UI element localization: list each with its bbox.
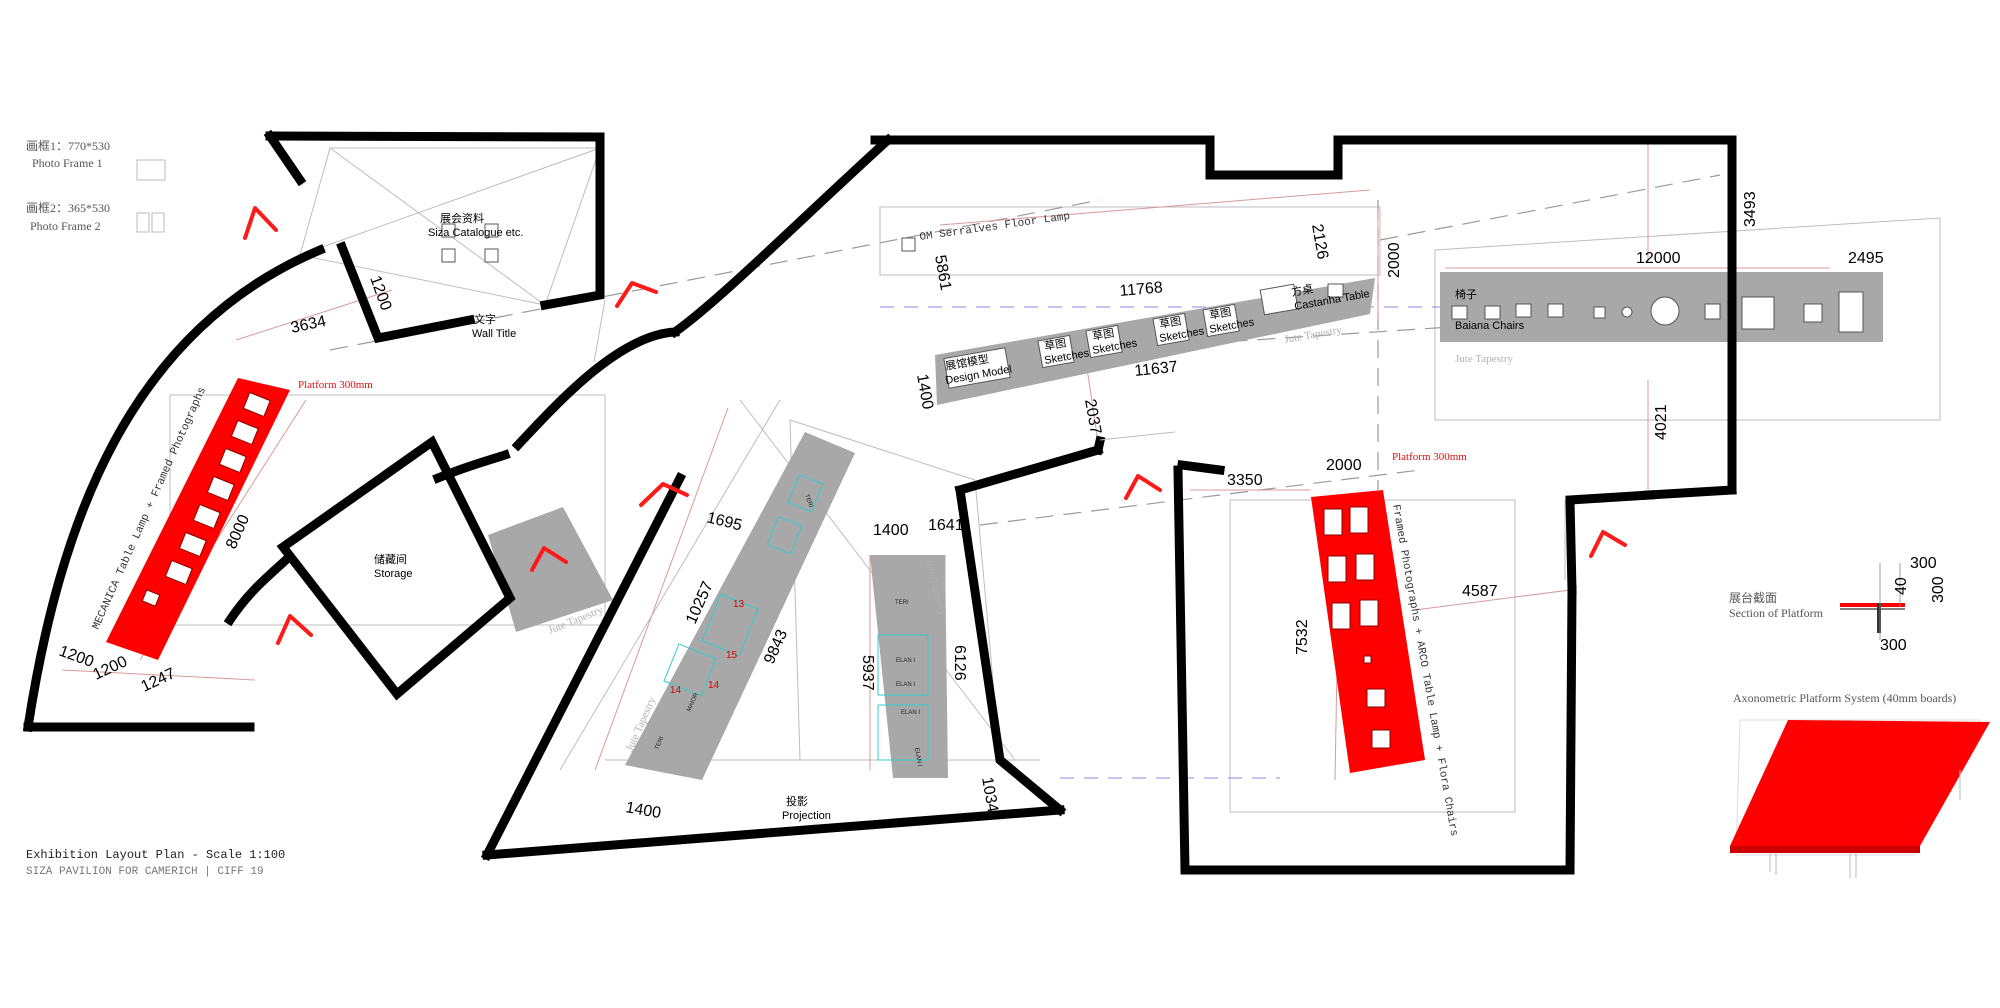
- svg-text:1400: 1400: [624, 799, 662, 822]
- photo-frame-icon: [151, 212, 165, 233]
- entry-arrow-icon: [615, 281, 658, 308]
- svg-text:Axonometric Platform System (4: Axonometric Platform System (40mm boards…: [1733, 691, 1956, 705]
- svg-text:13: 13: [733, 599, 745, 610]
- svg-text:5937: 5937: [859, 655, 876, 691]
- svg-text:15: 15: [726, 650, 738, 661]
- platform-section-detail: 展台截面 Section of Platform 300 40 300 300: [1729, 555, 1947, 654]
- svg-text:草图: 草图: [1158, 314, 1182, 331]
- frame-legend: 画框1：770*530 Photo Frame 1 画框2：365*530 Ph…: [26, 139, 166, 233]
- svg-text:Photo Frame 1: Photo Frame 1: [32, 156, 103, 170]
- svg-text:TERI: TERI: [654, 736, 665, 751]
- svg-text:储藏间: 储藏间: [374, 552, 407, 566]
- entry-arrows: [243, 206, 1627, 645]
- axonometric-platform: Axonometric Platform System (40mm boards…: [1730, 691, 1990, 878]
- svg-text:1695: 1695: [705, 509, 744, 534]
- svg-text:Jute Tapestry: Jute Tapestry: [1455, 353, 1513, 365]
- title-block: Exhibition Layout Plan - Scale 1:100 SIZ…: [26, 848, 285, 878]
- svg-text:ELAN I: ELAN I: [901, 710, 920, 716]
- svg-text:3493: 3493: [1742, 191, 1759, 227]
- photo-frame-icon: [136, 212, 150, 233]
- svg-text:草图: 草图: [1043, 336, 1067, 353]
- svg-text:ELAN I: ELAN I: [896, 658, 915, 664]
- svg-text:300: 300: [1910, 555, 1937, 572]
- svg-text:2037: 2037: [1081, 398, 1104, 436]
- svg-text:Wall Title: Wall Title: [472, 328, 516, 340]
- svg-text:椅子: 椅子: [1455, 287, 1477, 301]
- entry-arrow-icon: [639, 482, 689, 507]
- svg-text:Exhibition Layout Plan - Scale: Exhibition Layout Plan - Scale 1:100: [26, 848, 285, 862]
- svg-text:1641: 1641: [928, 517, 964, 534]
- svg-text:11768: 11768: [1119, 279, 1164, 300]
- svg-text:Photo Frame 2: Photo Frame 2: [30, 219, 101, 233]
- svg-text:Platform 300mm: Platform 300mm: [298, 379, 373, 391]
- svg-text:2495: 2495: [1848, 250, 1884, 267]
- svg-text:Storage: Storage: [374, 568, 413, 580]
- entry-arrow-icon: [1124, 474, 1162, 500]
- svg-text:TERI: TERI: [803, 494, 813, 509]
- svg-text:Projection: Projection: [782, 810, 831, 822]
- svg-text:1400: 1400: [873, 522, 909, 539]
- svg-text:2000: 2000: [1326, 457, 1362, 474]
- svg-text:画框2：365*530: 画框2：365*530: [26, 201, 110, 215]
- entry-arrow-icon: [1589, 530, 1627, 558]
- svg-text:3350: 3350: [1227, 472, 1263, 489]
- svg-text:40: 40: [1893, 577, 1910, 595]
- svg-text:TERI: TERI: [895, 600, 909, 606]
- svg-text:11637: 11637: [1134, 359, 1179, 380]
- jute-panel-diagonal: [625, 432, 855, 780]
- floor-lamp-icon: [901, 237, 916, 252]
- svg-text:Siza Catalogue etc.: Siza Catalogue etc.: [428, 227, 523, 239]
- svg-text:展台截面: 展台截面: [1729, 590, 1777, 605]
- svg-text:1247: 1247: [139, 665, 179, 695]
- svg-text:Platform 300mm: Platform 300mm: [1392, 451, 1467, 463]
- svg-text:3634: 3634: [289, 313, 327, 337]
- svg-text:5861: 5861: [931, 254, 954, 292]
- svg-text:1400: 1400: [913, 373, 936, 411]
- svg-text:14: 14: [670, 685, 682, 696]
- entry-arrow-icon: [276, 614, 313, 645]
- svg-text:Section of Platform: Section of Platform: [1729, 606, 1824, 620]
- svg-text:OM Serralves Floor Lamp: OM Serralves Floor Lamp: [919, 211, 1071, 244]
- svg-text:方桌: 方桌: [1290, 281, 1314, 299]
- entry-arrow-icon: [243, 206, 278, 240]
- mecanica-frames: [141, 391, 271, 607]
- svg-text:4587: 4587: [1462, 583, 1498, 600]
- svg-text:8000: 8000: [223, 512, 253, 552]
- photo-frame-icon: [136, 159, 166, 181]
- svg-text:SIZA PAVILION FOR CAMERICH | C: SIZA PAVILION FOR CAMERICH | CIFF 19: [26, 866, 264, 878]
- jute-panel-storage: [488, 507, 613, 632]
- svg-text:1200: 1200: [91, 653, 131, 683]
- svg-text:文字: 文字: [474, 312, 496, 326]
- svg-text:12000: 12000: [1636, 250, 1681, 267]
- walls: [22, 129, 1737, 875]
- svg-text:草图: 草图: [1208, 305, 1232, 322]
- svg-text:Baiana Chairs: Baiana Chairs: [1455, 320, 1525, 332]
- chair-icon: [1593, 306, 1606, 319]
- svg-text:展会资料: 展会资料: [440, 211, 484, 225]
- entry-arrow-icon: [530, 546, 568, 572]
- svg-text:1200: 1200: [57, 643, 96, 671]
- svg-text:1034: 1034: [978, 776, 1001, 814]
- svg-text:2126: 2126: [1308, 223, 1331, 261]
- svg-text:投影: 投影: [786, 794, 808, 808]
- framed-arco-frames: [1323, 506, 1391, 749]
- svg-text:14: 14: [708, 680, 720, 691]
- svg-text:7532: 7532: [1294, 619, 1311, 655]
- svg-text:6126: 6126: [951, 645, 968, 681]
- svg-text:ELAN I: ELAN I: [913, 747, 922, 767]
- svg-text:草图: 草图: [1091, 326, 1115, 343]
- svg-text:ELAN I: ELAN I: [896, 682, 915, 688]
- red-platforms: [106, 378, 1425, 773]
- table-objects: [441, 223, 1864, 389]
- svg-text:2000: 2000: [1386, 242, 1403, 278]
- svg-text:画框1：770*530: 画框1：770*530: [26, 139, 110, 153]
- svg-text:300: 300: [1880, 637, 1907, 654]
- door-openings: [593, 299, 1566, 580]
- svg-text:300: 300: [1930, 576, 1947, 603]
- svg-text:4021: 4021: [1653, 404, 1670, 440]
